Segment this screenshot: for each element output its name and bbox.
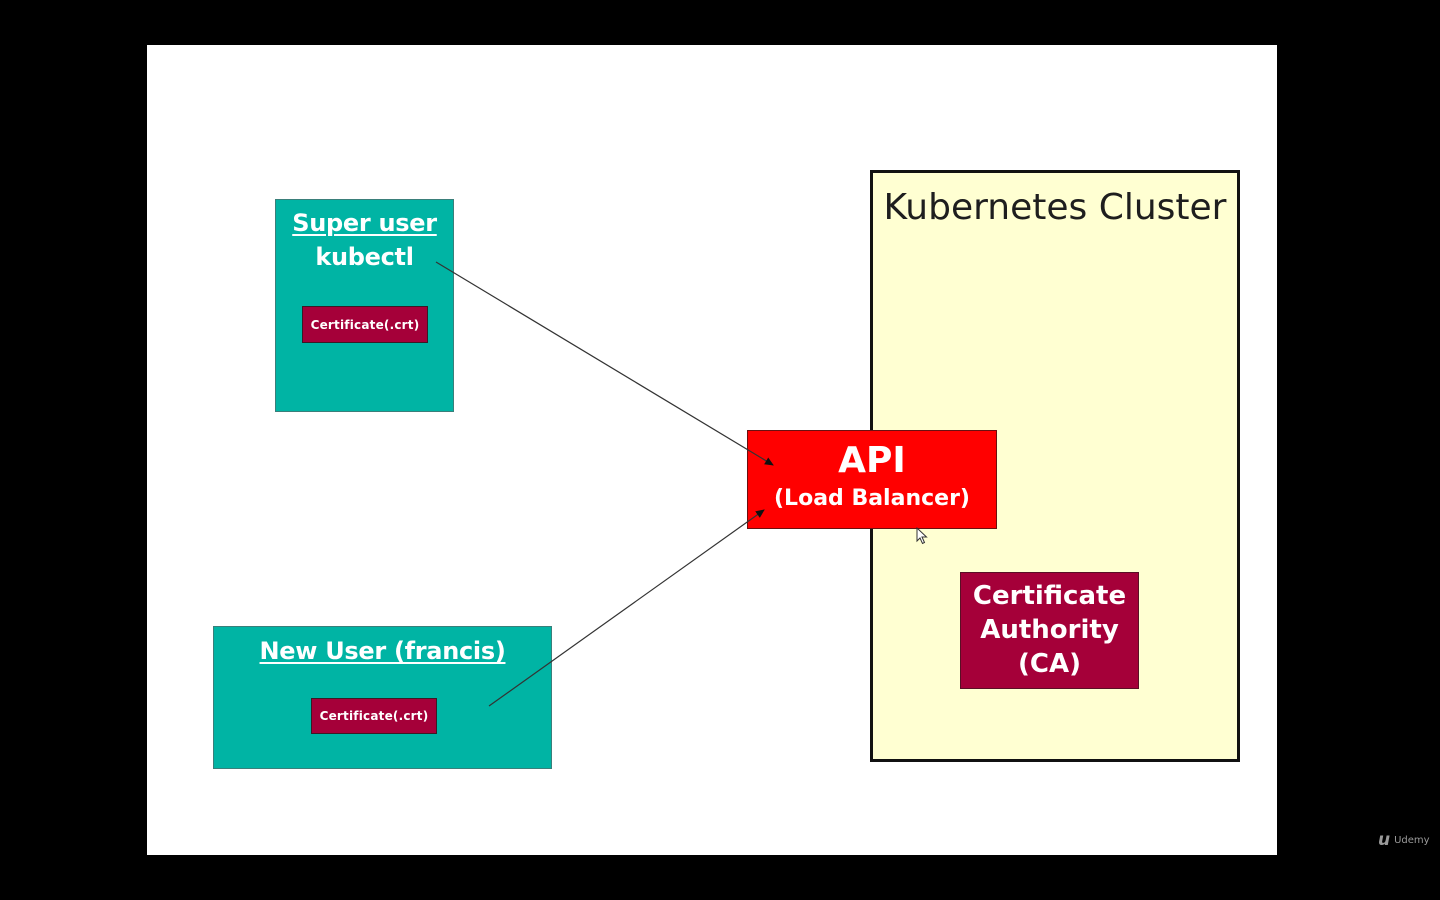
super-user-box: Super user kubectl Certificate(.crt)	[275, 199, 454, 412]
udemy-logo-icon: u	[1378, 830, 1391, 850]
super-user-title-line1: Super user	[292, 209, 437, 237]
new-user-title-text: New User (francis)	[259, 637, 506, 665]
ca-line3: (CA)	[1018, 649, 1081, 679]
super-user-title: Super user	[276, 206, 453, 240]
super-user-certificate: Certificate(.crt)	[302, 306, 428, 343]
new-user-title: New User (francis)	[214, 634, 551, 668]
udemy-watermark: u Udemy	[1378, 830, 1430, 850]
ca-line2: Authority	[980, 615, 1119, 645]
new-user-certificate: Certificate(.crt)	[311, 698, 437, 734]
udemy-watermark-text: Udemy	[1394, 834, 1430, 846]
cluster-title: Kubernetes Cluster	[883, 187, 1227, 228]
api-title: API	[838, 440, 906, 481]
api-subtitle: (Load Balancer)	[774, 486, 970, 511]
api-load-balancer-box: API (Load Balancer)	[747, 430, 997, 529]
certificate-authority-box: Certificate Authority (CA)	[960, 572, 1139, 689]
new-user-box: New User (francis) Certificate(.crt)	[213, 626, 552, 769]
ca-line1: Certificate	[972, 581, 1127, 611]
mouse-cursor-icon	[916, 527, 928, 545]
super-user-subtitle: kubectl	[315, 243, 414, 271]
